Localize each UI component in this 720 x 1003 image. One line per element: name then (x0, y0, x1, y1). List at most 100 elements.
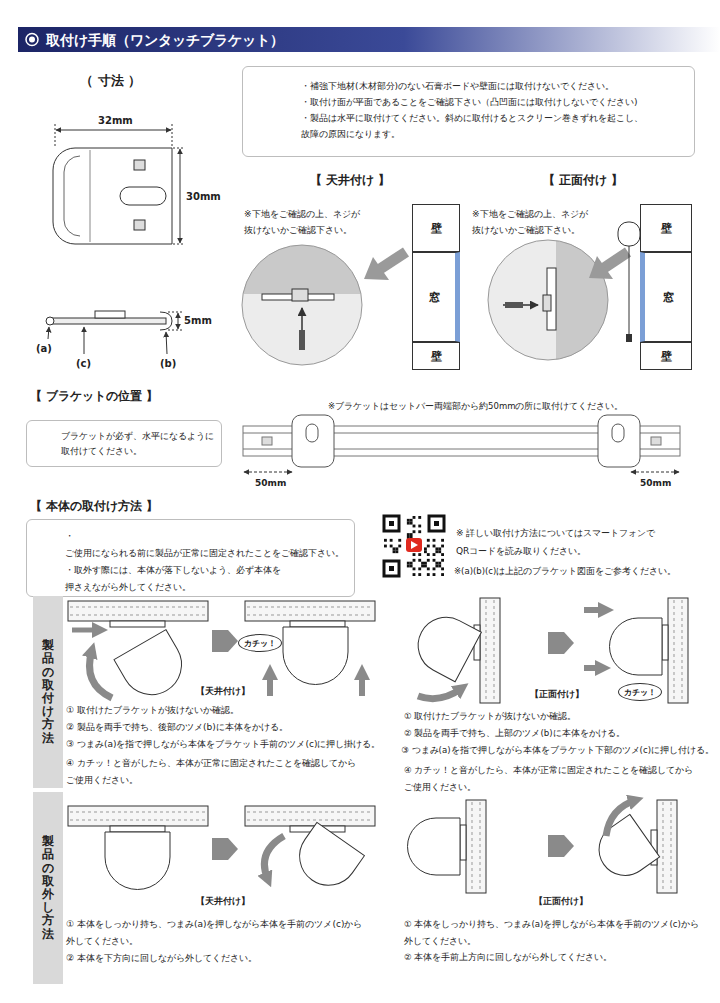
install-illustration (418, 688, 462, 699)
heading-label: 【 ブラケットの位置 】 (30, 388, 158, 404)
install-illustration (68, 601, 208, 621)
wall-box: 壁 (640, 342, 692, 370)
qr-code (413, 530, 416, 533)
qr-code (393, 547, 396, 550)
install-illustration (494, 600, 495, 701)
qr-code (413, 516, 416, 519)
install-illustration (72, 628, 100, 633)
header-bar (18, 27, 720, 52)
set-bar (631, 472, 679, 473)
bracket-top-view (120, 187, 166, 205)
qr-code (413, 567, 416, 570)
qr-code (433, 567, 436, 570)
install-illustration (584, 665, 603, 671)
install-illustration (247, 615, 373, 616)
window-box: 窓 (640, 252, 692, 342)
heading-label: 【天井付け】 (196, 686, 250, 697)
heading-label: 【天井付け】 (196, 896, 250, 907)
install-illustration (90, 650, 113, 698)
qr-code (418, 567, 421, 570)
qr-code (410, 565, 413, 568)
install-illustration (610, 618, 663, 675)
heading-label: 【 正面付け 】 (543, 172, 623, 188)
section-band: 製品の取付け方法 (33, 596, 63, 788)
qr-code (433, 559, 436, 562)
bracket-side-view (48, 327, 49, 339)
qr-code (413, 559, 416, 562)
heading-label: 50mm (255, 477, 286, 489)
qr-code (384, 516, 399, 531)
qr-code (421, 562, 424, 565)
ceiling-detail (240, 240, 370, 294)
node-text: ・補強下地材(木材部分)のない石膏ボードや壁面には取付けないでください。 (301, 78, 686, 94)
wall-box: 壁 (412, 342, 460, 370)
removal-illustration (105, 832, 170, 890)
warning-box: ・補強下地材(木材部分)のない石膏ボードや壁面には取付けないでください。・取付け… (242, 66, 695, 157)
install-illustration (247, 607, 373, 608)
front-detail (486, 222, 640, 363)
install-illustration (682, 600, 683, 701)
install-illustration (70, 607, 206, 608)
removal-illustration (110, 826, 165, 832)
qr-code (407, 565, 410, 568)
note-label: ※ 詳しい取付け方法についてはスマートフォンで QRコードを読み取りください。 (456, 524, 696, 560)
heading-label: （ 寸法 ） (80, 72, 141, 90)
qr-code (424, 547, 427, 550)
qr-code (434, 521, 439, 526)
qr-code (407, 533, 410, 536)
qr-code (413, 553, 416, 556)
set-bar (244, 472, 292, 473)
bracket-top-view (172, 124, 173, 146)
qr-code (433, 539, 436, 542)
bracket-side-view (95, 311, 125, 318)
bracket-side-view (50, 318, 166, 324)
heading-label: 【正面付け】 (534, 896, 588, 907)
bracket-top-view (53, 148, 172, 244)
qr-code (390, 539, 393, 542)
ceiling-detail (299, 330, 305, 350)
qr-code (438, 562, 441, 565)
install-illustration (68, 598, 688, 706)
qr-code (427, 573, 430, 576)
front-detail (629, 246, 630, 334)
heading-label: 32mm (98, 114, 133, 128)
ceiling-detail (364, 257, 389, 280)
qr-code (407, 562, 410, 565)
qr-code (441, 559, 444, 562)
qr-code (435, 547, 438, 550)
wall-box: 壁 (640, 204, 692, 252)
bracket-side-view (160, 312, 172, 330)
ceiling-detail (380, 252, 406, 269)
note-label: ④ カチッ！と音がしたら、本体が正常に固定されたことを確認してから ご使用くださ… (66, 755, 386, 789)
qr-code (427, 567, 430, 570)
qr-code (413, 525, 416, 528)
heading-label: 【正面付け】 (530, 689, 584, 700)
removal-illustration (472, 802, 473, 891)
qr-code (427, 559, 430, 562)
qr-code (418, 516, 421, 519)
qr-code (441, 539, 444, 542)
bracket-side-view (178, 313, 179, 329)
bracket-top-view (64, 156, 80, 236)
node-text: ・取外す際には、本体が落下しないよう、必ず本体を 押さえながら外してください。 (65, 562, 348, 596)
qr-code (418, 530, 421, 533)
install-illustration (70, 615, 206, 616)
heading-label: 50mm (640, 477, 671, 489)
ceiling-detail (240, 240, 370, 370)
note-label: ① 本体をしっかり持ち、つまみ(a)を押しながら本体を手前のツメ(c)から 外し… (66, 916, 376, 950)
note-label: ③ つまみ(a)を指で押しながら本体をブラケット手前のツメ(c)に押し掛ける。 (66, 738, 380, 750)
warning-box: ブラケットが必ず、水平になるように 取付けてください。 (26, 420, 222, 467)
note-label: ② 本体を下方向に回しながら外してください。 (66, 952, 257, 964)
qr-code (384, 545, 387, 548)
bracket-top-view (180, 149, 181, 243)
node-text: カチッ！ (244, 638, 276, 649)
removal-illustration (671, 802, 672, 891)
qr-code (438, 547, 441, 550)
node-text: ・取付け面が平面であることをご確認下さい（凸凹面には取付けしないでください) (301, 94, 686, 110)
qr-code (410, 562, 413, 565)
heading-label: (a) (36, 342, 52, 356)
heading-label: 30mm (186, 190, 221, 204)
bracket-side-view (46, 311, 182, 354)
node-text: ・製品は水平に取付けてください。斜めに取付けるとスクリーン巻きずれを起こし、 故… (301, 110, 686, 142)
